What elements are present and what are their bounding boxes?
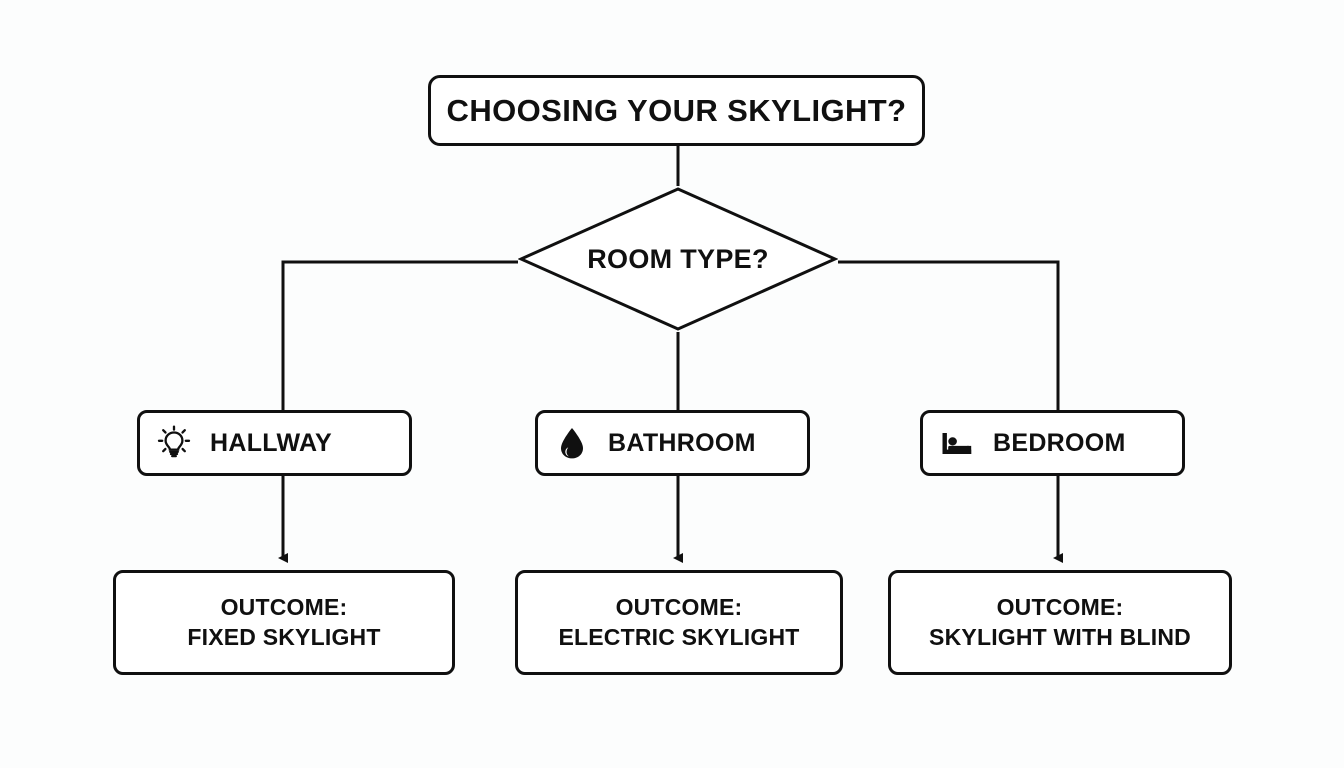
room-node-hallway[interactable]: HALLWAY [137, 410, 412, 476]
room-node-hallway-label: HALLWAY [210, 428, 333, 457]
title-node-label: CHOOSING YOUR SKYLIGHT? [446, 92, 907, 128]
bed-icon [939, 425, 975, 461]
room-node-bedroom-label: BEDROOM [993, 428, 1126, 457]
room-node-bathroom[interactable]: BATHROOM [535, 410, 810, 476]
room-node-bedroom[interactable]: BEDROOM [920, 410, 1185, 476]
title-node[interactable]: CHOOSING YOUR SKYLIGHT? [428, 75, 925, 146]
outcome-node-hallway-line-1: OUTCOME: [220, 593, 348, 620]
room-node-bathroom-label: BATHROOM [608, 428, 756, 457]
outcome-node-bedroom[interactable]: OUTCOME: SKYLIGHT WITH BLIND [888, 570, 1232, 675]
outcome-node-hallway-line-2: FIXED SKYLIGHT [187, 624, 381, 650]
outcome-node-bedroom-line-2: SKYLIGHT WITH BLIND [929, 624, 1191, 650]
connector-decision-to-hallway [281, 260, 518, 410]
lightbulb-icon [156, 425, 192, 461]
connector-decision-to-bedroom [838, 260, 1060, 410]
decision-node[interactable]: ROOM TYPE? [518, 186, 838, 332]
outcome-node-hallway[interactable]: OUTCOME: FIXED SKYLIGHT [113, 570, 455, 675]
outcome-node-bathroom[interactable]: OUTCOME: ELECTRIC SKYLIGHT [515, 570, 843, 675]
water-drop-icon [554, 425, 590, 461]
outcome-node-bathroom-line-2: ELECTRIC SKYLIGHT [558, 624, 800, 650]
outcome-node-bathroom-line-1: OUTCOME: [615, 593, 743, 620]
decision-diamond-shape [518, 187, 838, 331]
outcome-node-bedroom-line-1: OUTCOME: [996, 593, 1124, 620]
decision-node-label: ROOM TYPE? [587, 243, 769, 274]
